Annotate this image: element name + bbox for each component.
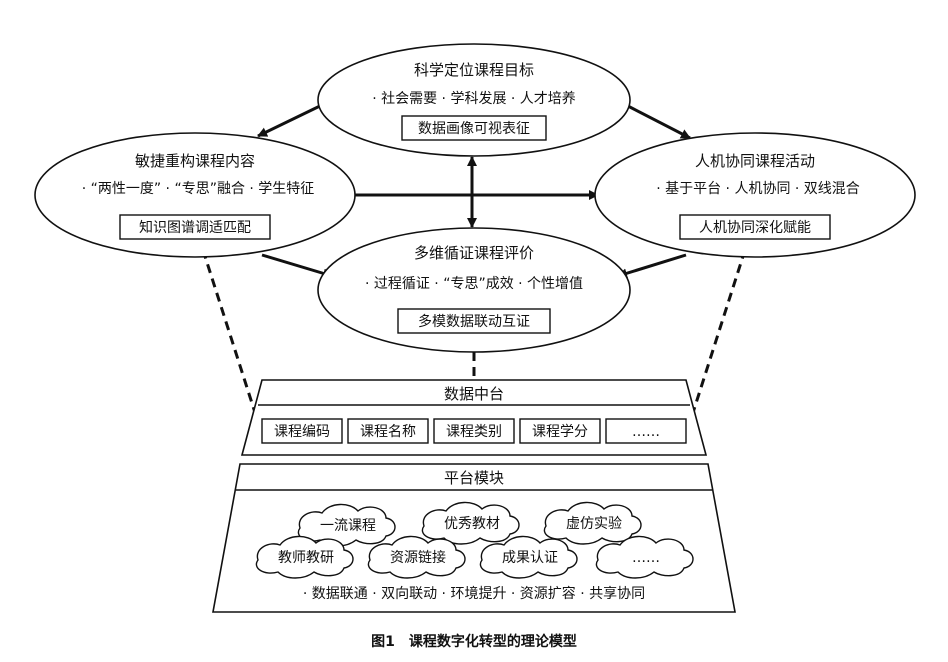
data-item-box (261, 418, 343, 444)
node-left-title: 敏捷重构课程内容 (135, 152, 255, 170)
node-top-items: · 社会需要 · 学科发展 · 人才培养 (372, 91, 576, 107)
node-bottom-box-label: 多模数据联动互证 (418, 313, 530, 330)
node-top-ellipse (317, 43, 631, 157)
node-top-title: 科学定位课程目标 (414, 61, 534, 79)
cloud-item: …… (595, 535, 694, 579)
arrow-right-to-bottom (617, 253, 687, 279)
node-left-items: · “两性一度” · “专思”融合 · 学生特征 (82, 181, 315, 197)
node-left: 敏捷重构课程内容 · “两性一度” · “专思”融合 · 学生特征 知识图谱调适… (34, 132, 356, 258)
cloud-label: 成果认证 (502, 550, 558, 566)
platform-module: 平台模块 一流课程 优秀教材 虚仿实验 教师教研 资源链接 成果认证 (212, 463, 736, 613)
data-item-box (519, 418, 601, 444)
node-top-box-label: 数据画像可视表征 (418, 121, 530, 137)
node-right-ellipse (594, 132, 916, 258)
data-platform: 数据中台 课程编码 课程名称 课程类别 课程学分 …… (240, 379, 708, 456)
cloud-shape (255, 535, 354, 579)
cloud-item: 成果认证 (479, 535, 578, 579)
cloud-item: 教师教研 (255, 535, 354, 579)
data-item-label: …… (632, 424, 660, 440)
node-bottom: 多维循证课程评价 · 过程循证 · “专思”成效 · 个性增值 多模数据联动互证 (317, 227, 631, 353)
dashed-left-to-platform (201, 249, 260, 423)
dashed-connectors (201, 249, 747, 423)
node-left-box-label: 知识图谱调适匹配 (139, 219, 251, 236)
arrow-top-to-right (625, 103, 691, 140)
data-item-box (605, 418, 687, 444)
dashed-right-to-platform (688, 249, 747, 423)
data-item-box (433, 418, 515, 444)
data-item-label: 课程类别 (446, 424, 502, 440)
data-item-label: 课程编码 (274, 424, 330, 440)
data-item-box (347, 418, 429, 444)
data-platform-title: 数据中台 (444, 385, 504, 403)
cloud-item: 优秀教材 (421, 501, 520, 545)
cloud-label: 一流课程 (320, 518, 376, 534)
figure-caption: 图1 课程数字化转型的理论模型 (371, 633, 577, 650)
arrow-top-to-left (257, 103, 323, 138)
data-item-label: 课程名称 (360, 424, 416, 440)
node-bottom-title: 多维循证课程评价 (414, 244, 534, 262)
data-item-label: 课程学分 (532, 424, 588, 440)
cloud-shape (367, 535, 466, 579)
cloud-item: 资源链接 (367, 535, 466, 579)
node-right-box (679, 214, 831, 240)
cloud-item: 虚仿实验 (543, 501, 642, 545)
platform-module-features: · 数据联通 · 双向联动 · 环境提升 · 资源扩容 · 共享协同 (303, 585, 645, 602)
node-right-title: 人机协同课程活动 (695, 152, 815, 170)
cloud-shape (595, 535, 694, 579)
cloud-label: 资源链接 (390, 549, 446, 566)
node-bottom-ellipse (317, 227, 631, 353)
platform-module-title: 平台模块 (444, 469, 504, 487)
node-right-box-label: 人机协同深化赋能 (699, 220, 811, 236)
cloud-shape (543, 501, 642, 545)
cloud-label: …… (632, 550, 660, 566)
arrows (257, 103, 691, 279)
node-left-ellipse (34, 132, 356, 258)
cloud-label: 教师教研 (278, 550, 334, 566)
cloud-shape (479, 535, 578, 579)
node-bottom-box (397, 308, 551, 334)
node-right-items: · 基于平台 · 人机协同 · 双线混合 (656, 180, 860, 197)
cloud-label: 虚仿实验 (566, 516, 622, 532)
cloud-item: 一流课程 (297, 503, 396, 547)
cloud-label: 优秀教材 (444, 516, 500, 532)
node-top: 科学定位课程目标 · 社会需要 · 学科发展 · 人才培养 数据画像可视表征 (317, 43, 631, 157)
node-left-box (119, 214, 271, 240)
node-top-box (401, 115, 547, 141)
node-right: 人机协同课程活动 · 基于平台 · 人机协同 · 双线混合 人机协同深化赋能 (594, 132, 916, 258)
arrow-left-to-bottom (261, 253, 333, 279)
node-bottom-items: · 过程循证 · “专思”成效 · 个性增值 (365, 276, 583, 292)
